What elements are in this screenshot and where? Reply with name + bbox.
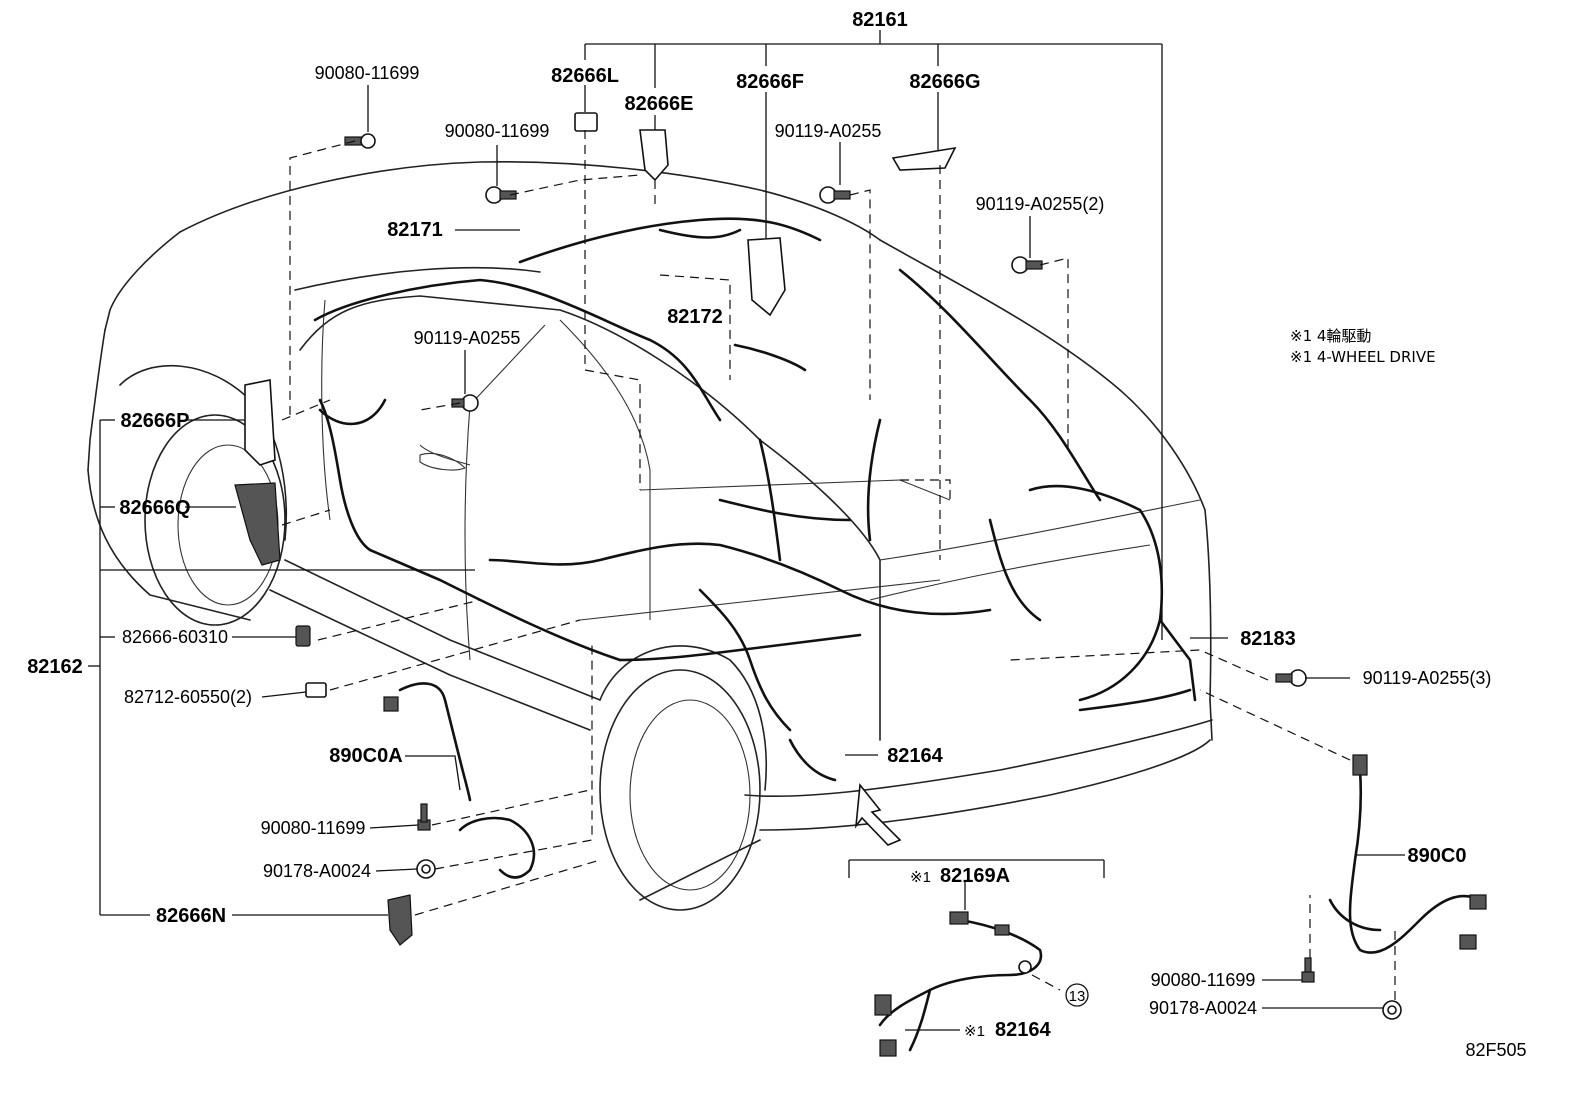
label-82164-sub-mark: ※1 xyxy=(964,1023,985,1040)
label-90119-A0255-2: 90119-A0255(2) xyxy=(976,194,1105,214)
label-90080-11699-left: 90080-11699 xyxy=(261,818,366,838)
label-82162: 82162 xyxy=(27,656,83,678)
label-ref-13: 13 xyxy=(1069,988,1086,1005)
part-shapes xyxy=(234,112,1487,1057)
label-82169A: 82169A xyxy=(940,865,1010,887)
label-82666E: 82666E xyxy=(625,93,694,115)
label-90119-A0255-3: 90119-A0255(3) xyxy=(1363,668,1492,688)
label-drawing-code: 82F505 xyxy=(1465,1040,1526,1060)
solid-leader-lines xyxy=(88,30,1405,1031)
label-82666Q: 82666Q xyxy=(119,497,190,519)
label-90080-11699-right: 90080-11699 xyxy=(1151,970,1256,990)
label-82171: 82171 xyxy=(387,219,443,241)
label-82666-60310: 82666-60310 xyxy=(122,627,228,647)
bolt-icon-left xyxy=(417,803,431,831)
bolt-icon-a0255-3 xyxy=(1275,669,1307,687)
note-4wd-japanese: ※1 4輪駆動 xyxy=(1290,327,1371,345)
bolt-icon-top xyxy=(344,133,376,149)
label-82169A-mark: ※1 xyxy=(910,869,931,886)
label-82666F: 82666F xyxy=(736,71,804,93)
label-90178-A0024-left: 90178-A0024 xyxy=(263,861,371,881)
label-82164-main: 82164 xyxy=(887,745,943,767)
nut-icon-right xyxy=(1382,1000,1402,1020)
nut-icon-left xyxy=(416,859,436,879)
label-82164-sub: 82164 xyxy=(995,1019,1051,1041)
bolt-icon-mid xyxy=(485,186,517,204)
label-890C0: 890C0 xyxy=(1408,845,1467,867)
label-890C0A: 890C0A xyxy=(329,745,402,767)
wiring-harness-cables xyxy=(313,217,1482,1052)
label-90178-A0024-right: 90178-A0024 xyxy=(1149,998,1257,1018)
label-82161: 82161 xyxy=(852,9,908,31)
bolt-icon-a0255-2 xyxy=(1011,256,1043,274)
note-4wd-english: ※1 4-WHEEL DRIVE xyxy=(1290,348,1436,366)
label-90119-A0255-a: 90119-A0255 xyxy=(775,121,882,141)
label-82666L: 82666L xyxy=(551,65,619,87)
label-82666N: 82666N xyxy=(156,905,226,927)
bolt-icon-a0255 xyxy=(819,186,851,204)
label-82666G: 82666G xyxy=(909,71,980,93)
vehicle-body-outline xyxy=(87,160,1213,911)
dashed-leader-lines xyxy=(281,130,1396,1000)
label-82183: 82183 xyxy=(1240,628,1296,650)
bolt-icon-a0255-center xyxy=(451,394,479,412)
part-labels: 82161 82666L 82666E 82666F 82666G 90080-… xyxy=(27,9,1526,1060)
label-82666P: 82666P xyxy=(121,410,190,432)
bolt-icon-right xyxy=(1301,957,1315,983)
label-82712-60550: 82712-60550(2) xyxy=(124,687,252,707)
label-90080-11699-top: 90080-11699 xyxy=(315,63,420,83)
label-82172: 82172 xyxy=(667,306,723,328)
label-90119-A0255-b: 90119-A0255 xyxy=(414,328,521,348)
label-90080-11699-mid: 90080-11699 xyxy=(445,121,550,141)
